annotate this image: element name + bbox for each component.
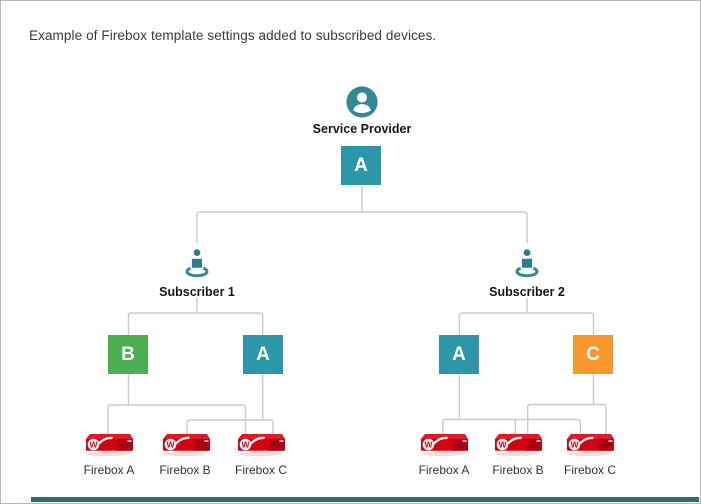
template-letter: C bbox=[586, 343, 600, 365]
watchguard-logo-icon: W bbox=[498, 440, 507, 450]
subscriber2-label: Subscriber 2 bbox=[489, 285, 565, 299]
diagram-caption: Example of Firebox template settings add… bbox=[29, 28, 437, 43]
firebox-device-icon: W bbox=[491, 433, 543, 465]
service-provider-icon bbox=[345, 85, 379, 124]
template-box-a-sub2: A bbox=[439, 335, 479, 374]
template-letter: A bbox=[256, 343, 270, 365]
watchguard-logo-icon: W bbox=[89, 440, 98, 450]
firebox-label: Firebox C bbox=[563, 463, 617, 477]
subscriber1-icon bbox=[180, 245, 214, 284]
firebox-device-icon: W bbox=[563, 433, 615, 465]
subscriber2-icon bbox=[510, 245, 544, 284]
firebox-label: Firebox A bbox=[418, 463, 470, 477]
template-letter: B bbox=[121, 343, 135, 365]
firebox-device-icon: W bbox=[234, 433, 286, 465]
firebox-label: Firebox B bbox=[492, 463, 544, 477]
firebox-device-icon: W bbox=[159, 433, 211, 465]
watchguard-logo-icon: W bbox=[424, 440, 433, 450]
template-box-c-sub2: C bbox=[573, 335, 613, 374]
service-provider-label: Service Provider bbox=[312, 122, 412, 136]
firebox-label: Firebox C bbox=[234, 463, 288, 477]
template-box-a-provider: A bbox=[341, 146, 381, 185]
subscriber1-label: Subscriber 1 bbox=[159, 285, 235, 299]
firebox-device-icon: W bbox=[417, 433, 469, 465]
watchguard-logo-icon: W bbox=[241, 440, 250, 450]
firebox-device-icon: W bbox=[82, 433, 134, 465]
firebox-label: Firebox A bbox=[83, 463, 135, 477]
firebox-label: Firebox B bbox=[159, 463, 211, 477]
template-box-b-sub1: B bbox=[108, 335, 148, 374]
template-box-a-sub1: A bbox=[243, 335, 283, 374]
watchguard-logo-icon: W bbox=[166, 440, 175, 450]
template-letter: A bbox=[354, 154, 368, 176]
watchguard-logo-icon: W bbox=[570, 440, 579, 450]
template-letter: A bbox=[452, 343, 466, 365]
bottom-accent-bar bbox=[31, 497, 699, 502]
